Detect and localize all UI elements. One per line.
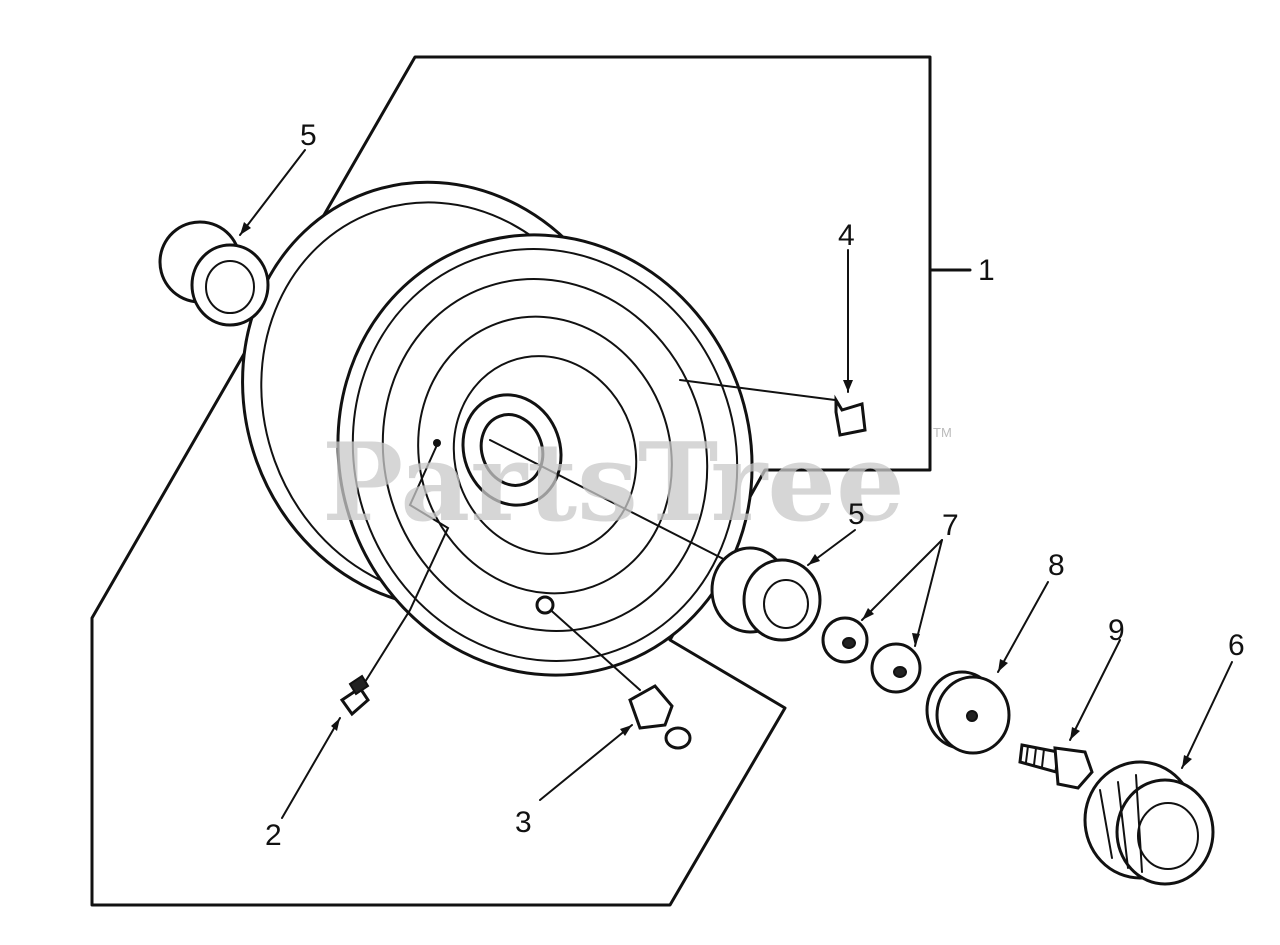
- callout-7: 7: [942, 509, 959, 542]
- grease-fitting: [339, 674, 370, 717]
- knob-part: [1083, 760, 1215, 886]
- cap-washer: [925, 670, 1011, 755]
- bolt-part: [1018, 743, 1094, 790]
- key-leader: [679, 379, 836, 401]
- callout-5-left: 5: [300, 119, 317, 152]
- key-part: [834, 394, 867, 437]
- wheel-rim: [241, 180, 754, 677]
- valve-hole: [535, 595, 555, 615]
- callout-6: 6: [1228, 629, 1245, 662]
- watermark-trademark: TM: [933, 425, 952, 440]
- washer-1: [821, 616, 869, 664]
- callout-4: 4: [838, 219, 855, 252]
- valve-stem-leader: [544, 604, 641, 691]
- grease-point-dot: [433, 439, 441, 447]
- valve-stem: [628, 684, 692, 750]
- washer-2: [870, 642, 922, 694]
- bearing-left: [158, 220, 270, 327]
- callout-2: 2: [265, 819, 282, 852]
- watermark-text: PartsTree: [322, 420, 905, 546]
- assembly-outline: [90, 55, 932, 907]
- callout-5-right: 5: [848, 498, 865, 531]
- axis-line: [489, 439, 746, 571]
- grease-fitting-leader: [359, 444, 450, 691]
- callout-1: 1: [978, 254, 995, 287]
- callout-arrows: [239, 149, 1233, 819]
- callout-8: 8: [1048, 549, 1065, 582]
- bearing-right: [710, 546, 822, 642]
- callout-9: 9: [1108, 614, 1125, 647]
- callout-3: 3: [515, 806, 532, 839]
